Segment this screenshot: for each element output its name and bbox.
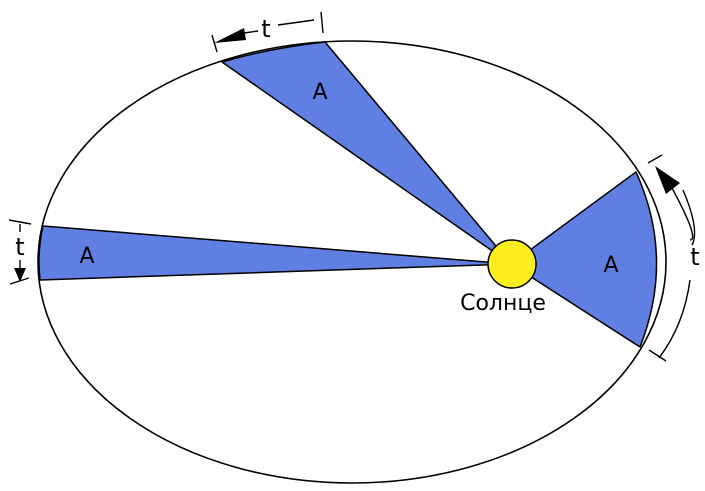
area-label-left: A — [79, 244, 94, 269]
sun — [487, 239, 537, 289]
time-marker-left: t — [8, 219, 32, 285]
arrow-up-icon — [655, 166, 680, 194]
arrow-down-icon — [14, 268, 26, 282]
sector-top — [221, 41, 512, 265]
sector-left — [38, 225, 512, 281]
area-label-right: A — [603, 253, 618, 278]
time-marker-right: t — [647, 154, 700, 362]
orbit-ellipse — [37, 40, 667, 484]
time-marker-top: t — [211, 11, 324, 53]
time-label-top: t — [261, 15, 270, 43]
sector-right — [510, 171, 658, 348]
time-label-right: t — [690, 243, 699, 271]
area-label-top: A — [312, 80, 327, 105]
arrow-left-icon — [214, 28, 246, 43]
time-label-left: t — [15, 233, 24, 261]
sun-label: Солнце — [460, 291, 546, 316]
